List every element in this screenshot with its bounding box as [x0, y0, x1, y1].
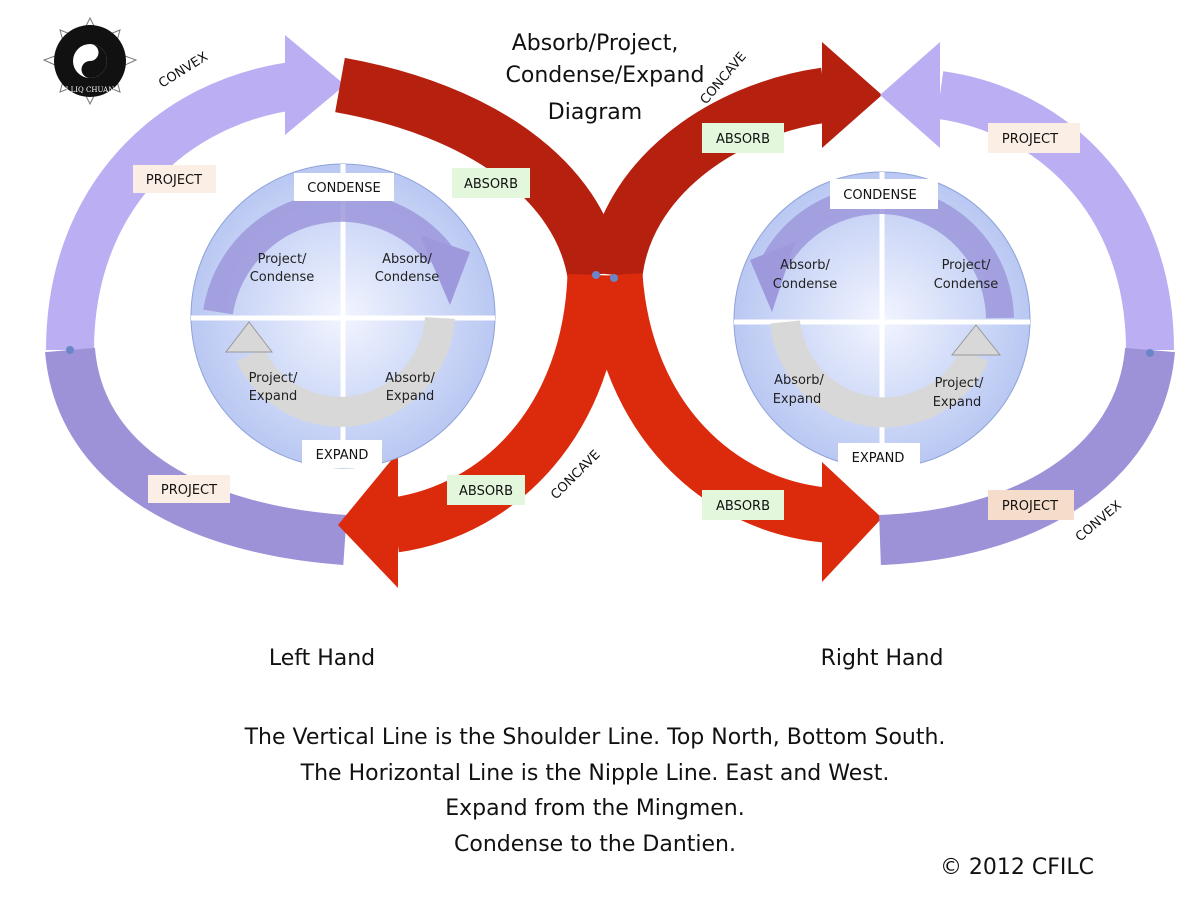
arrowhead	[822, 462, 882, 582]
absorb-arrow-upper	[587, 67, 830, 279]
quadrant-label: Absorb/	[780, 258, 830, 273]
caption-line: Expand from the Mingmen.	[445, 796, 744, 821]
project-label: PROJECT	[161, 483, 217, 498]
quadrant-label: Project/	[935, 376, 984, 391]
arrowhead	[285, 35, 345, 135]
svg-text:I LIQ CHUAN: I LIQ CHUAN	[66, 86, 115, 94]
project-label: PROJECT	[146, 173, 202, 188]
quadrant-label: Expand	[933, 395, 982, 410]
absorb-label: ABSORB	[459, 484, 513, 499]
caption-line: The Horizontal Line is the Nipple Line. …	[300, 761, 890, 786]
arrowhead	[880, 42, 940, 148]
expand-label: EXPAND	[316, 448, 369, 463]
quadrant-label: Absorb/	[385, 371, 435, 386]
quadrant-label: Project/	[942, 258, 991, 273]
quadrant-label: Project/	[258, 252, 307, 267]
caption-line: The Vertical Line is the Shoulder Line. …	[244, 725, 946, 750]
quadrant-label: Expand	[773, 392, 822, 407]
quadrant-label: Absorb/	[382, 252, 432, 267]
caption-line: Condense to the Dantien.	[454, 832, 736, 857]
quadrant-label: Expand	[386, 389, 435, 404]
quadrant-label: Absorb/	[774, 373, 824, 388]
arrowhead	[338, 452, 398, 588]
project-arrow-upper	[936, 71, 1174, 351]
absorb-band-upper	[335, 57, 623, 281]
left-circle	[190, 163, 496, 469]
quadrant-label: Expand	[249, 389, 298, 404]
absorb-arrow-lower	[390, 273, 623, 553]
expand-label: EXPAND	[852, 451, 905, 466]
title-line: Absorb/Project,	[512, 31, 679, 56]
absorb-label: ABSORB	[716, 499, 770, 514]
condense-label: CONDENSE	[307, 181, 380, 196]
project-label: PROJECT	[1002, 132, 1058, 147]
arrowhead	[822, 42, 882, 148]
title-line: Condense/Expand	[506, 63, 705, 88]
logo: I LIQ CHUAN	[42, 16, 138, 106]
convex-label: CONVEX	[156, 49, 211, 91]
quadrant-label: Condense	[375, 270, 440, 285]
quadrant-label: Project/	[249, 371, 298, 386]
project-band-lower	[878, 347, 1175, 565]
quadrant-label: Condense	[773, 277, 838, 292]
quadrant-label: Condense	[250, 270, 315, 285]
copyright: © 2012 CFILC	[940, 855, 1094, 880]
absorb-label: ABSORB	[716, 132, 770, 147]
quadrant-label: Condense	[934, 277, 999, 292]
left-hand-label: Left Hand	[269, 646, 375, 671]
title-line: Diagram	[548, 100, 642, 125]
project-label: PROJECT	[1002, 499, 1058, 514]
right-hand-label: Right Hand	[821, 646, 944, 671]
right-circle	[733, 171, 1031, 469]
absorb-label: ABSORB	[464, 177, 518, 192]
condense-label: CONDENSE	[843, 188, 916, 203]
